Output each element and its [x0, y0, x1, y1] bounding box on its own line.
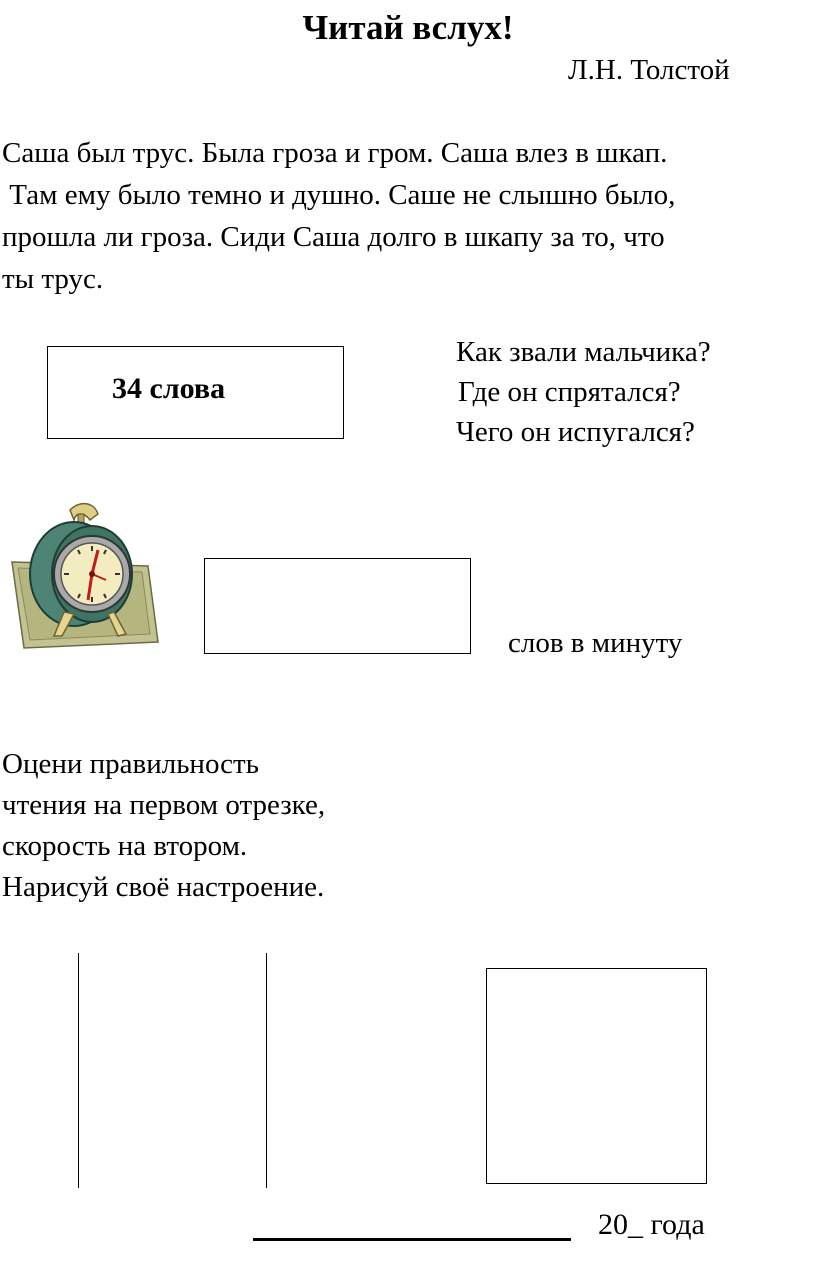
- author-name: Л.Н. Толстой: [568, 54, 730, 86]
- word-count-box: [47, 346, 344, 439]
- story-line: ты трус.: [2, 263, 104, 295]
- speed-input-box: [204, 558, 471, 654]
- segment-line-2: [266, 953, 267, 1188]
- story-line: Там ему было темно и душно. Саше не слыш…: [2, 179, 676, 211]
- speed-label: слов в минуту: [508, 627, 683, 659]
- segment-line-1: [78, 953, 79, 1188]
- question-1: Как звали мальчика?: [456, 336, 711, 368]
- instruction-line: чтения на первом отрезке,: [2, 789, 326, 821]
- signature-line: [253, 1238, 571, 1241]
- story-text: Саша был трус. Была гроза и гром. Саша в…: [2, 132, 814, 300]
- word-count-label: 34 слова: [112, 372, 226, 405]
- mood-drawing-box: [486, 968, 707, 1184]
- question-2: Где он спрятался?: [458, 376, 681, 408]
- story-line: прошла ли гроза. Сиди Саша долго в шкапу…: [2, 221, 665, 253]
- year-label: 20_ года: [598, 1208, 705, 1241]
- page-title: Читай вслух!: [302, 8, 514, 47]
- instruction-line: Нарисуй своё настроение.: [2, 871, 325, 903]
- story-line: Саша был трус. Была гроза и гром. Саша в…: [2, 137, 668, 169]
- instruction-line: Оцени правильность: [2, 748, 259, 780]
- instructions: Оцени правильность чтения на первом отре…: [2, 744, 325, 908]
- alarm-clock-icon: [10, 494, 160, 659]
- question-3: Чего он испугался?: [456, 416, 695, 448]
- instruction-line: скорость на втором.: [2, 830, 248, 862]
